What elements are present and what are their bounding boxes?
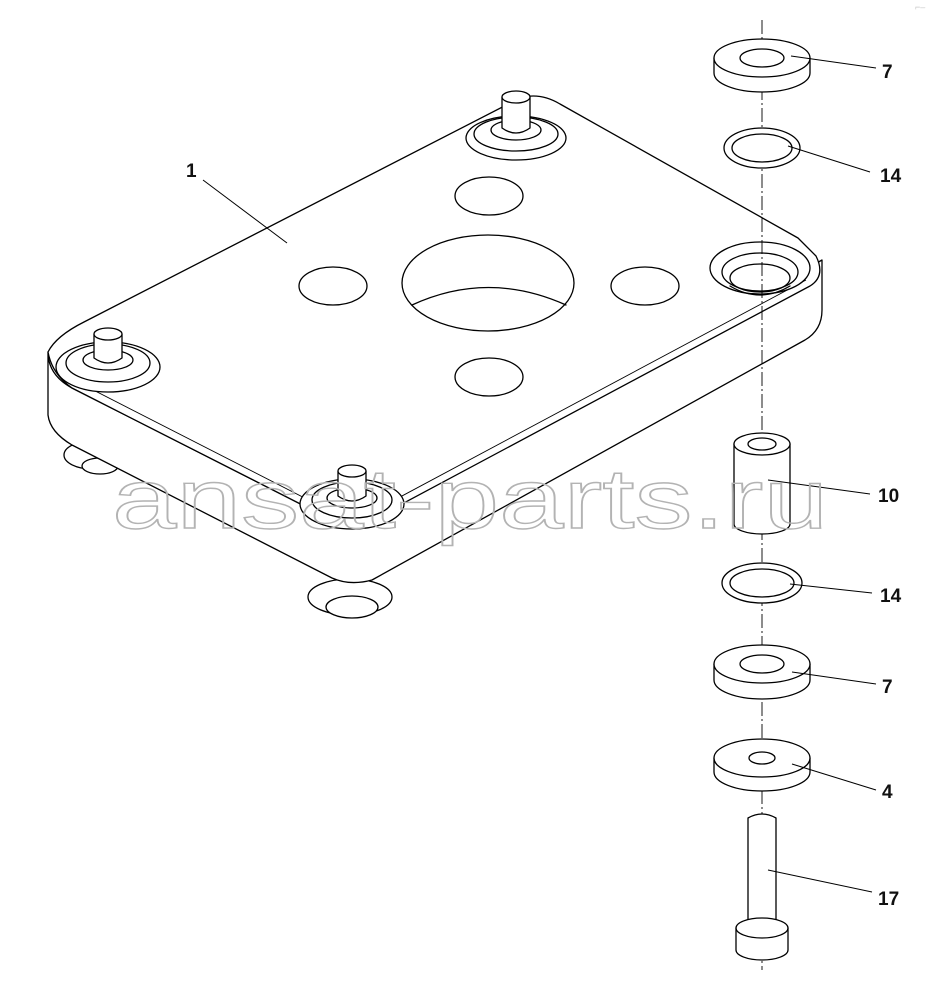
plate-hole-bottom bbox=[454, 357, 524, 397]
callout-4: 4 bbox=[882, 782, 893, 803]
callout-7-bottom: 7 bbox=[882, 677, 893, 698]
leader-7b bbox=[791, 671, 877, 685]
washer-4 bbox=[713, 738, 811, 792]
bolt-17 bbox=[735, 813, 789, 961]
callout-10: 10 bbox=[878, 486, 899, 507]
callout-1: 1 bbox=[186, 161, 197, 182]
washer-7-bottom bbox=[713, 644, 811, 700]
washer-7-top bbox=[713, 38, 811, 93]
mounting-plate bbox=[47, 90, 823, 619]
callout-17: 17 bbox=[878, 889, 899, 910]
plate-hole-left bbox=[298, 266, 368, 306]
bushing-10 bbox=[733, 432, 791, 535]
plate-bottom-nut-front bbox=[307, 578, 393, 619]
leader-14b bbox=[789, 583, 873, 594]
watermark: ansat-parts.ru bbox=[112, 452, 828, 546]
leader-10 bbox=[767, 479, 871, 495]
leader-7a bbox=[790, 55, 877, 69]
o-ring-14-bottom bbox=[721, 562, 803, 604]
leader-17 bbox=[767, 869, 873, 893]
plate-hole-top bbox=[454, 176, 524, 216]
plate-stud-left bbox=[55, 327, 161, 393]
corner-mark: ⌐– bbox=[915, 2, 925, 12]
callout-14-bottom: 14 bbox=[880, 586, 902, 607]
callout-14-top: 14 bbox=[880, 166, 902, 187]
leader-4 bbox=[791, 763, 877, 791]
plate-stud-front bbox=[299, 464, 405, 530]
callout-7-top: 7 bbox=[882, 62, 893, 83]
leader-1 bbox=[202, 179, 288, 244]
o-ring-14-top bbox=[723, 127, 801, 169]
plate-hole-right bbox=[610, 266, 680, 306]
leader-14a bbox=[787, 145, 871, 173]
plate-stud-top bbox=[465, 90, 567, 161]
plate-center-bore bbox=[401, 234, 575, 332]
plate-counterbore-right bbox=[709, 241, 811, 296]
